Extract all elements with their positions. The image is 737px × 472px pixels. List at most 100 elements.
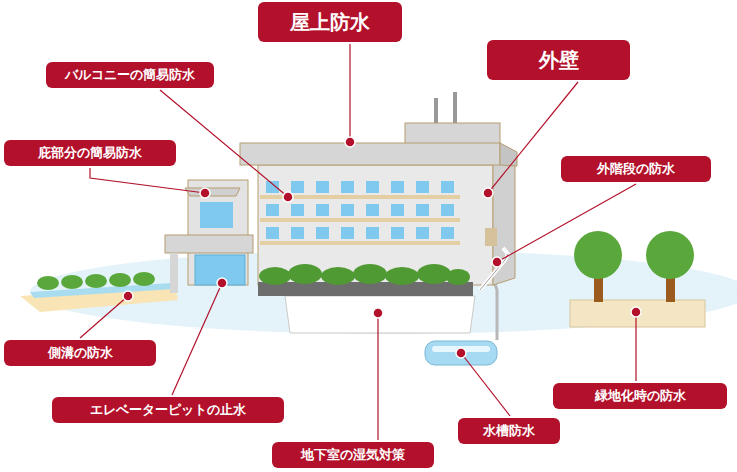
window bbox=[316, 181, 329, 193]
hedge bbox=[288, 264, 322, 284]
leader-line bbox=[160, 90, 288, 197]
bush bbox=[85, 274, 107, 288]
callout-dot bbox=[123, 291, 133, 301]
window bbox=[266, 181, 279, 193]
tree-crown bbox=[574, 231, 622, 279]
outer-stairs bbox=[480, 248, 508, 290]
hedge bbox=[259, 267, 291, 285]
window-grid bbox=[260, 181, 460, 245]
callout-dot bbox=[492, 257, 502, 267]
stair-door bbox=[485, 228, 497, 246]
window bbox=[316, 204, 329, 216]
callout-dot bbox=[217, 278, 227, 288]
window bbox=[416, 227, 429, 239]
callout-label: 緑地化時の防水 bbox=[553, 383, 727, 409]
callout-dot bbox=[373, 308, 383, 318]
callout-dot bbox=[483, 188, 493, 198]
label-text: 緑地化時の防水 bbox=[595, 389, 686, 403]
window bbox=[366, 204, 379, 216]
leader-line bbox=[90, 168, 205, 193]
label-text: 地下室の湿気対策 bbox=[301, 448, 405, 462]
antenna bbox=[434, 98, 438, 126]
hedge-row bbox=[259, 264, 470, 285]
callout-label: 外階段の防水 bbox=[561, 156, 711, 182]
roof-slab bbox=[240, 143, 500, 165]
window bbox=[416, 181, 429, 193]
window bbox=[441, 227, 454, 239]
planter bbox=[570, 300, 705, 327]
leader-line bbox=[635, 312, 636, 381]
ground-slab bbox=[258, 282, 473, 296]
pillar bbox=[170, 253, 178, 293]
leader-lines bbox=[80, 44, 636, 440]
window bbox=[291, 181, 304, 193]
window bbox=[291, 204, 304, 216]
stair-rail bbox=[480, 254, 508, 290]
window bbox=[441, 204, 454, 216]
window bbox=[441, 181, 454, 193]
label-text: 側溝の防水 bbox=[48, 346, 113, 360]
hedge bbox=[385, 267, 419, 285]
window bbox=[341, 204, 354, 216]
callout-label: 外壁 bbox=[487, 40, 630, 80]
label-text: 外壁 bbox=[539, 49, 579, 71]
hedge bbox=[417, 264, 451, 284]
window bbox=[366, 227, 379, 239]
callout-label: バルコニーの簡易防水 bbox=[46, 62, 214, 88]
callout-label: 庇部分の簡易防水 bbox=[4, 140, 176, 166]
basement bbox=[285, 296, 475, 333]
label-text: 屋上防水 bbox=[290, 11, 370, 33]
callout-dot bbox=[345, 137, 355, 147]
window bbox=[341, 227, 354, 239]
entrance-roof bbox=[165, 235, 253, 253]
tree-crown bbox=[646, 231, 694, 279]
annex-window bbox=[200, 202, 233, 228]
label-text: バルコニーの簡易防水 bbox=[65, 68, 195, 82]
water-tank bbox=[425, 341, 497, 365]
roof-side bbox=[500, 143, 517, 166]
window bbox=[266, 204, 279, 216]
callout-label: 屋上防水 bbox=[258, 2, 402, 42]
tree-crowns bbox=[574, 231, 694, 279]
hedge bbox=[321, 267, 355, 285]
bush bbox=[109, 273, 131, 287]
callout-dot bbox=[631, 307, 641, 317]
leader-line bbox=[80, 296, 128, 338]
bush bbox=[133, 272, 155, 286]
label-text: 水槽防水 bbox=[483, 424, 535, 438]
window bbox=[291, 227, 304, 239]
leader-line bbox=[497, 184, 636, 262]
window bbox=[366, 181, 379, 193]
window bbox=[391, 181, 404, 193]
callout-label: 地下室の湿気対策 bbox=[272, 442, 434, 468]
bush bbox=[61, 275, 83, 289]
label-text: 外階段の防水 bbox=[597, 162, 675, 176]
leader-line bbox=[461, 353, 510, 416]
window bbox=[391, 227, 404, 239]
leader-line bbox=[349, 44, 350, 142]
hedge bbox=[353, 264, 387, 284]
window bbox=[341, 181, 354, 193]
window bbox=[266, 227, 279, 239]
leader-line bbox=[172, 283, 222, 395]
antenna bbox=[453, 92, 457, 126]
window bbox=[416, 204, 429, 216]
hedge bbox=[446, 269, 470, 285]
leader-line bbox=[377, 313, 378, 440]
side-wall bbox=[493, 158, 515, 285]
label-text: エレベーターピットの止水 bbox=[90, 403, 246, 417]
callout-label: 水槽防水 bbox=[458, 418, 560, 444]
bush-row bbox=[37, 272, 155, 290]
window bbox=[391, 204, 404, 216]
bush bbox=[37, 276, 59, 290]
callout-dot bbox=[283, 192, 293, 202]
balcony-slab bbox=[260, 218, 460, 222]
window bbox=[316, 227, 329, 239]
label-text: 庇部分の簡易防水 bbox=[38, 146, 142, 160]
callout-label: 側溝の防水 bbox=[4, 340, 156, 366]
callout-dot bbox=[456, 348, 466, 358]
callout-dot bbox=[200, 188, 210, 198]
balcony-slab bbox=[260, 241, 460, 245]
main-body bbox=[258, 165, 493, 285]
